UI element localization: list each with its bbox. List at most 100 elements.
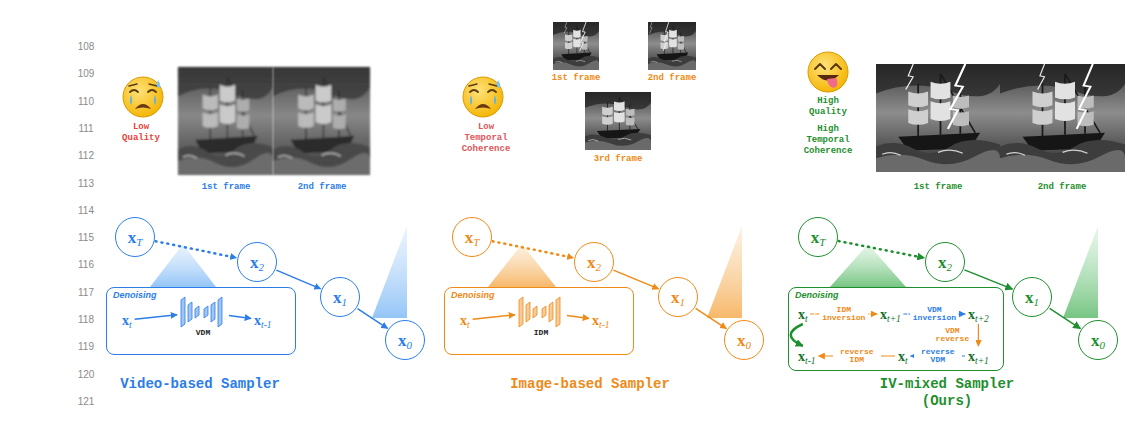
flow-arrow: [791, 324, 803, 346]
math-symbol: x1: [671, 289, 685, 306]
math-subscript: 2: [596, 261, 602, 273]
annotation-text: 2nd frame: [298, 182, 347, 193]
annotation-text: 1st frame: [914, 182, 963, 193]
line-number: 110: [78, 96, 94, 108]
flow-arrow: [567, 315, 589, 318]
flow-arrow: [473, 315, 515, 319]
math-symbol: xt: [898, 349, 908, 364]
math-symbol: xT: [128, 229, 143, 246]
frame-image: [876, 64, 1000, 172]
math-symbol: xt+2: [968, 307, 989, 322]
math-subscript: 0: [746, 339, 752, 351]
math-subscript: t: [905, 356, 908, 366]
math-symbol: xT: [811, 229, 826, 246]
annotation-text: High Quality: [802, 96, 854, 118]
math-state: xt: [797, 306, 809, 322]
math-state: xt: [121, 312, 133, 328]
state-circle: x2: [574, 242, 614, 282]
math-subscript: t+1: [887, 314, 901, 324]
line-number: 109: [78, 68, 95, 80]
denoising-box: DenoisingxtVDMxt-1: [106, 287, 296, 355]
math-symbol: xt: [798, 307, 808, 322]
math-symbol: x2: [587, 254, 601, 271]
state-circle: xT: [115, 217, 155, 257]
zoom-triangle: [707, 226, 742, 318]
flow-arrow: [358, 309, 388, 329]
edge-label: VDM reverse: [928, 327, 976, 343]
state-circle: x2: [925, 242, 965, 282]
math-subscript: 1: [680, 296, 686, 308]
tongue-emoji: [808, 52, 848, 92]
line-number: 113: [78, 178, 94, 190]
denoising-box: DenoisingxtIDMxt-1: [444, 287, 634, 355]
math-symbol: x0: [398, 332, 412, 349]
state-circle: x1: [320, 277, 360, 317]
zoom-triangle: [150, 244, 216, 287]
line-number: 112: [78, 150, 94, 162]
line-number: 111: [78, 123, 93, 135]
lightning: [1038, 64, 1093, 129]
annotation-text: 2nd frame: [1038, 182, 1087, 193]
line-number: 116: [78, 259, 94, 271]
math-symbol: xt: [122, 313, 132, 328]
network-icon: IDM: [517, 296, 565, 328]
annotation-text: 1st frame: [552, 73, 601, 84]
edge-label: reverse IDM: [833, 348, 881, 364]
math-state: xt+1: [967, 348, 990, 364]
math-subscript: t-1: [261, 320, 272, 330]
math-symbol: x1: [1025, 289, 1039, 306]
edge-label: IDM inversion: [820, 306, 868, 322]
state-circle: x2: [237, 242, 277, 282]
math-symbol: xt-1: [592, 313, 610, 328]
flow-arrow: [696, 308, 727, 328]
state-circle: xT: [798, 217, 838, 257]
video-frames: [178, 22, 1125, 175]
math-subscript: 1: [342, 296, 348, 308]
math-subscript: T: [473, 236, 479, 248]
zoom-triangle: [372, 226, 407, 318]
flow-arrow: [493, 241, 574, 258]
lightning: [650, 22, 669, 51]
crying-emoji: [123, 77, 163, 117]
zoom-triangle: [1063, 226, 1098, 318]
frame-image: [648, 22, 696, 70]
annotation-text: 3rd frame: [594, 154, 643, 165]
edge-label: reverse VDM: [914, 348, 962, 364]
math-subscript: t: [129, 320, 132, 330]
math-symbol: xt-1: [798, 349, 816, 364]
state-circle: x0: [385, 320, 425, 360]
math-subscript: T: [136, 236, 142, 248]
panel-title: Video-based Sampler: [120, 376, 280, 393]
annotation-text: Low Temporal Coherence: [455, 122, 517, 154]
math-symbol: x2: [250, 254, 264, 271]
math-symbol: xt+1: [968, 349, 989, 364]
math-subscript: T: [819, 236, 825, 248]
frame-image: [1000, 64, 1125, 172]
annotation-text: 1st frame: [202, 182, 251, 193]
crying-emoji: [463, 77, 503, 117]
line-number: 119: [78, 341, 94, 353]
box-heading: Denoising: [113, 291, 157, 300]
flow-arrow: [1050, 308, 1081, 328]
math-symbol: xt+1: [880, 307, 901, 322]
state-circle: xT: [452, 217, 492, 257]
math-state: xt-1: [253, 312, 273, 328]
math-symbol: x0: [1091, 332, 1105, 349]
unet-layers: [519, 297, 560, 327]
math-state: xt+2: [967, 306, 990, 322]
unet-symbol: [179, 296, 227, 328]
frame-image: [553, 22, 599, 70]
math-state: xt+1: [879, 306, 902, 322]
lightning: [564, 22, 586, 51]
lightning: [906, 64, 966, 129]
line-number: 120: [78, 369, 95, 381]
math-subscript: t: [805, 314, 808, 324]
annotation-text: Low Quality: [115, 122, 167, 144]
math-subscript: t+2: [975, 314, 989, 324]
zoom-triangle: [830, 244, 906, 287]
box-heading: Denoising: [451, 291, 495, 300]
math-symbol: x1: [333, 289, 347, 306]
math-subscript: 2: [259, 261, 265, 273]
math-symbol: x2: [938, 254, 952, 271]
math-symbol: xT: [465, 229, 480, 246]
